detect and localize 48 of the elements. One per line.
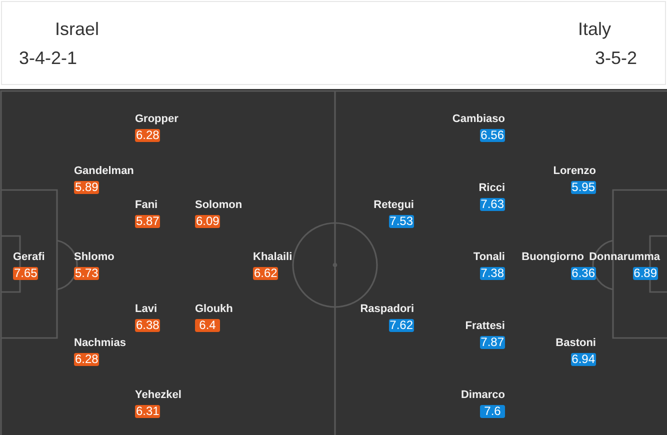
- player-name: Shlomo: [74, 250, 114, 264]
- rating-badge: 7.6: [480, 405, 505, 418]
- player-name: Ricci: [478, 181, 505, 195]
- player-name: Frattesi: [465, 319, 505, 333]
- player-name: Lavi: [135, 302, 158, 316]
- rating-badge: 7.53: [388, 215, 414, 228]
- player-name: Tonali: [473, 250, 505, 264]
- rating-badge: 6.62: [253, 267, 278, 280]
- rating-badge: 6.28: [74, 353, 100, 366]
- team-name: Italy: [578, 18, 611, 40]
- rating-badge: 7.87: [480, 336, 505, 349]
- player-name: Gropper: [135, 112, 178, 126]
- formation-label: 3-5-2: [594, 47, 637, 69]
- player-name: Gerafi: [13, 250, 45, 264]
- player-name: Yehezkel: [135, 388, 182, 402]
- rating-badge: 7.62: [388, 319, 414, 332]
- player-name: Buongiorno: [522, 250, 584, 264]
- rating-badge: 6.56: [480, 129, 505, 142]
- player-name: Khalaili: [253, 250, 292, 264]
- team-name: Israel: [55, 18, 100, 40]
- rating-badge: 6.09: [195, 215, 220, 228]
- player-name: Donnarumma: [589, 250, 660, 264]
- rating-badge: 6.31: [135, 405, 160, 418]
- formation-label: 3-4-2-1: [19, 47, 78, 69]
- rating-badge: 6.4: [195, 319, 220, 332]
- rating-badge: 6.38: [135, 319, 160, 332]
- player-name: Solomon: [195, 198, 242, 212]
- player-name: Lorenzo: [553, 164, 596, 178]
- rating-badge: 5.89: [74, 181, 100, 194]
- player-name: Raspadori: [360, 302, 414, 316]
- player-name: Gloukh: [195, 302, 233, 316]
- rating-badge: 6.28: [135, 129, 160, 142]
- rating-badge: 5.87: [135, 215, 160, 228]
- rating-badge: 5.95: [570, 181, 596, 194]
- player-name: Nachmias: [74, 336, 126, 350]
- rating-badge: 7.63: [480, 198, 505, 211]
- rating-badge: 7.38: [480, 267, 505, 280]
- player-name: Bastoni: [556, 336, 596, 350]
- player-name: Dimarco: [460, 388, 505, 402]
- rating-badge: 7.65: [13, 267, 38, 280]
- rating-badge: 6.36: [570, 267, 596, 280]
- rating-badge: 6.89: [632, 267, 658, 280]
- rating-badge: 5.73: [74, 267, 100, 280]
- rating-badge: 6.94: [570, 353, 596, 366]
- player-name: Gandelman: [74, 164, 134, 178]
- player-name: Fani: [135, 198, 158, 212]
- player-name: Cambiaso: [452, 112, 505, 126]
- player-name: Retegui: [374, 198, 414, 212]
